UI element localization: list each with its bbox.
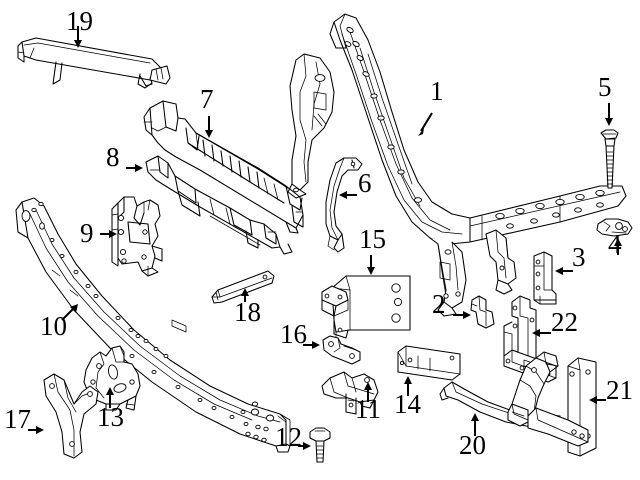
part-16-artwork xyxy=(322,335,361,365)
part-1-artwork xyxy=(287,13,627,317)
callout-arrow-9 xyxy=(100,230,117,238)
callout-arrow-13 xyxy=(106,387,114,408)
callout-label-18: 18 xyxy=(234,297,261,327)
part-14-artwork xyxy=(397,345,461,381)
callout-label-8: 8 xyxy=(106,142,120,172)
callout-arrow-21 xyxy=(589,396,606,404)
callout-arrow-3 xyxy=(555,267,573,275)
callout-label-10: 10 xyxy=(40,311,67,341)
part-18-artwork xyxy=(211,270,275,304)
callout-label-14: 14 xyxy=(394,389,421,419)
callout-arrow-18 xyxy=(241,288,249,302)
part-17-artwork xyxy=(43,373,99,459)
part-3-artwork xyxy=(533,251,557,305)
callout-label-11: 11 xyxy=(355,394,381,424)
part-11-artwork xyxy=(321,371,379,415)
callout-label-6: 6 xyxy=(358,168,372,198)
callout-arrows xyxy=(28,26,622,450)
callout-arrow-8 xyxy=(126,164,143,172)
part-2-artwork xyxy=(470,295,495,329)
callout-label-2: 2 xyxy=(432,289,446,319)
callout-arrow-12 xyxy=(298,442,311,450)
callout-arrow-14 xyxy=(404,376,412,396)
callout-arrow-16 xyxy=(303,341,320,349)
part-10-artwork xyxy=(15,197,291,453)
callout-arrow-6 xyxy=(339,191,357,199)
part-13-artwork xyxy=(83,345,141,411)
callout-label-17: 17 xyxy=(4,404,31,434)
callout-label-7: 7 xyxy=(200,84,214,114)
part-20-artwork xyxy=(439,351,589,447)
callout-arrow-19 xyxy=(74,26,82,48)
callout-label-21: 21 xyxy=(606,375,633,405)
callout-label-16: 16 xyxy=(280,319,307,349)
callout-label-12: 12 xyxy=(275,422,302,452)
part-12-artwork xyxy=(309,427,331,463)
part-4-artwork xyxy=(596,218,633,237)
part-5-artwork xyxy=(600,129,619,189)
callout-label-20: 20 xyxy=(459,430,486,460)
part-9-artwork xyxy=(111,196,163,277)
callout-label-22: 22 xyxy=(551,307,578,337)
callout-label-1: 1 xyxy=(430,76,444,106)
part-15-artwork xyxy=(321,275,411,341)
callout-label-5: 5 xyxy=(598,72,612,102)
callout-label-15: 15 xyxy=(359,224,386,254)
callout-arrow-22 xyxy=(532,329,551,337)
callout-arrow-5 xyxy=(605,103,613,126)
callout-arrow-11 xyxy=(364,382,372,402)
callout-arrow-20 xyxy=(471,413,479,436)
callout-arrow-1 xyxy=(418,112,433,136)
callout-label-19: 19 xyxy=(66,6,93,36)
callout-label-4: 4 xyxy=(608,229,622,259)
callout-arrow-2 xyxy=(453,311,471,319)
callout-arrow-17 xyxy=(28,426,44,434)
callout-arrow-4 xyxy=(614,238,622,255)
callout-label-9: 9 xyxy=(80,218,94,248)
callout-arrow-7 xyxy=(205,116,213,138)
callout-arrow-10 xyxy=(61,304,78,321)
part-6-artwork xyxy=(325,157,363,253)
callout-label-3: 3 xyxy=(572,242,586,272)
callout-label-13: 13 xyxy=(97,402,124,432)
part-19-artwork xyxy=(17,37,171,89)
part-7-artwork xyxy=(143,100,304,234)
part-8-artwork xyxy=(145,155,293,255)
callout-arrow-15 xyxy=(367,255,375,275)
